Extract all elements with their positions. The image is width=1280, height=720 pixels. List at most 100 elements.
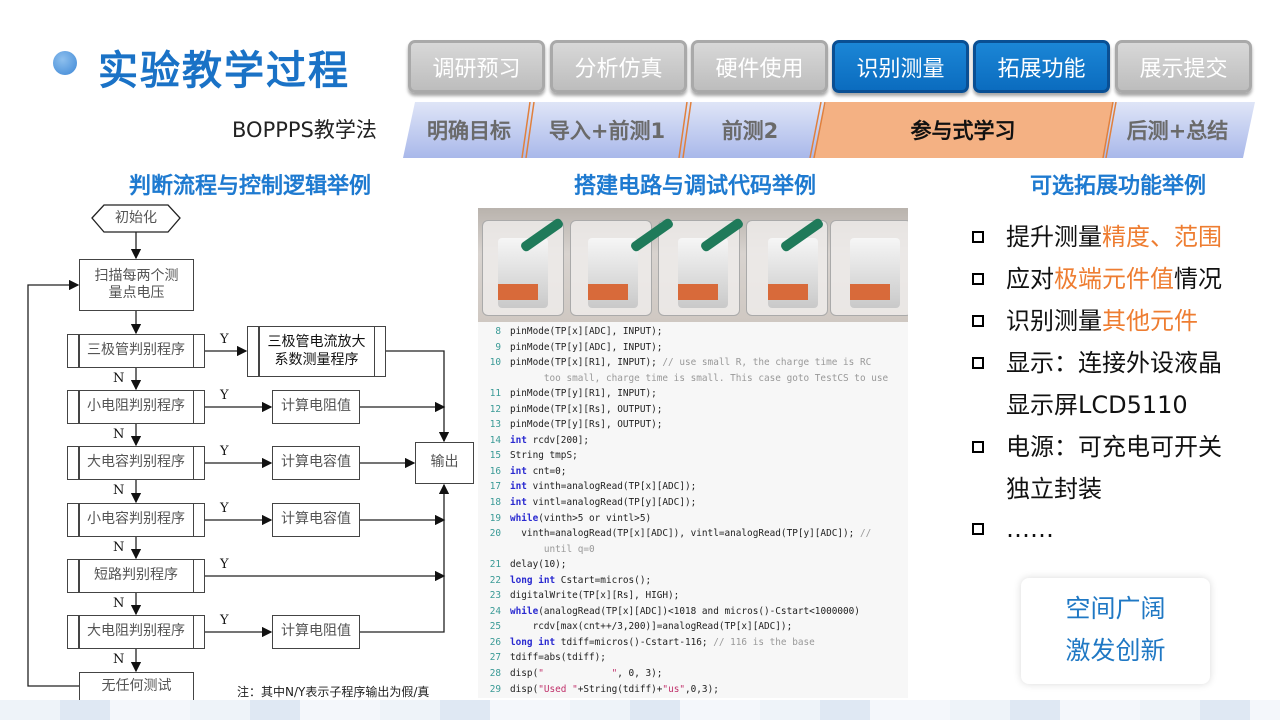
page-title: 实验教学过程 [98, 48, 350, 94]
code-token: (analogRead(TP[x][ADC])<1018 and micros(… [538, 605, 860, 617]
stage-objective: 明确目标 [427, 119, 511, 143]
code-token: pinMode(TP[x][R1], INPUT); [510, 357, 663, 369]
title-bullet-icon [53, 51, 77, 75]
line-number: 27 [489, 652, 501, 664]
code-token: long int [510, 636, 556, 648]
square-bullet-icon [972, 357, 984, 369]
code-token: "us" [662, 683, 685, 695]
code-line: 22 long int Cstart=micros(); [478, 573, 908, 589]
code-token: pinMode(TP[x][ADC], INPUT); [510, 326, 663, 337]
extension-text: 其他元件 [1102, 307, 1198, 335]
code-token: (vinth>5 or vintl>5) [538, 512, 652, 524]
tab-4[interactable]: 识别测量 [832, 40, 969, 93]
no-label: N [113, 540, 125, 555]
code-token: String tmpS; [510, 450, 578, 462]
card-line: 空间广阔 [1065, 594, 1166, 623]
yes-label: Y [220, 332, 229, 347]
extend-heading: 可选拓展功能举例 [1029, 174, 1206, 199]
flow-calc-capacitance: 计算电容值 [272, 446, 360, 480]
code-line: 8 pinMode(TP[x][ADC], INPUT); [478, 324, 908, 340]
extension-text: 应对 [1006, 265, 1054, 293]
code-token: vintl=analogRead(TP[y][ADC]); [526, 497, 697, 509]
code-token: pinMode(TP[x][Rs], OUTPUT); [510, 403, 663, 415]
innovation-card: 空间广阔 激发创新 [1021, 578, 1210, 684]
extension-item: 独立封装 [972, 468, 1102, 510]
extension-item: 应对极端元件值情况 [972, 258, 1222, 300]
code-token: ,0,3); [685, 683, 719, 695]
extension-text: 显示：连接外设液晶 [1006, 349, 1222, 377]
code-token: until q=0 [510, 543, 595, 555]
flow-no-test: 无任何测试 [79, 672, 194, 702]
code-token: pinMode(TP[y][Rs], OUTPUT); [510, 419, 663, 431]
code-token: vinth=analogRead(TP[x][ADC]); [526, 481, 697, 493]
code-token: +String(tdiff)+ [577, 683, 663, 695]
tab-5[interactable]: 拓展功能 [973, 40, 1110, 93]
line-number: 11 [489, 388, 501, 400]
extension-item: 电源：可充电可开关 [972, 426, 1222, 468]
extension-text: …… [1006, 515, 1054, 543]
square-bullet-icon [972, 441, 984, 453]
stage-posttest-summary: 后测+总结 [1126, 119, 1229, 143]
flow-triode-gain: 三极管电流放大系数测量程序 [247, 326, 386, 377]
code-token: // 116 is the base [713, 636, 815, 648]
yes-label: Y [220, 444, 229, 459]
stage-participatory-learning: 参与式学习 [910, 119, 1016, 143]
code-token: Cstart=micros(); [555, 574, 652, 586]
flow-scan: 扫描每两个测量点电压 [79, 259, 194, 311]
no-label: N [113, 371, 125, 386]
code-token: "Used " [538, 683, 578, 695]
code-token: int [510, 434, 527, 446]
square-bullet-icon [972, 273, 984, 285]
code-token: disp( [510, 683, 539, 695]
flow-check-large-resistor: 大电阻判别程序 [67, 615, 205, 649]
code-token: tdiff=micros()-Cstart-116; [555, 636, 714, 648]
stage-pretest2: 前测2 [721, 119, 779, 143]
line-number: 17 [489, 481, 501, 493]
extension-text: 独立封装 [1006, 475, 1102, 503]
code-token: , 0, 3); [617, 668, 663, 680]
circuit-photo [478, 208, 908, 322]
flow-check-small-capacitor: 小电容判别程序 [67, 503, 205, 537]
code-token: digitalWrite(TP[x][Rs], HIGH); [510, 590, 680, 602]
extension-text: 提升测量 [1006, 223, 1102, 251]
code-token: while [510, 512, 539, 524]
code-token: too small, charge time is small. This ca… [510, 372, 889, 384]
circuit-heading: 搭建电路与调试代码举例 [573, 174, 816, 199]
code-token: vinth=analogRead(TP[x][ADC]), vintl=anal… [510, 528, 860, 540]
no-label: N [113, 427, 125, 442]
code-token: disp( [510, 668, 539, 680]
code-token: rcdv[200]; [526, 434, 590, 446]
code-token: long int [510, 574, 556, 586]
square-bullet-icon [972, 231, 984, 243]
line-number: 22 [489, 574, 501, 586]
tab-3[interactable]: 硬件使用 [691, 40, 828, 93]
code-line: 20 vinth=analogRead(TP[x][ADC]), vintl=a… [478, 526, 908, 542]
extension-text: 显示屏LCD5110 [1006, 391, 1188, 419]
flow-heading: 判断流程与控制逻辑举例 [128, 174, 371, 199]
tab-1[interactable]: 调研预习 [408, 40, 545, 93]
square-bullet-icon [972, 315, 984, 327]
stage-dividers [521, 102, 1117, 158]
line-number: 8 [495, 326, 501, 337]
no-label: N [113, 596, 125, 611]
tab-6[interactable]: 展示提交 [1115, 40, 1252, 93]
tab-2[interactable]: 分析仿真 [550, 40, 687, 93]
code-token: delay(10); [510, 559, 567, 571]
flow-calc-resistance: 计算电阻值 [272, 615, 360, 649]
flow-calc-resistance: 计算电阻值 [272, 390, 360, 424]
square-bullet-icon [972, 523, 984, 535]
code-token: int [510, 481, 527, 493]
line-number: 16 [489, 465, 501, 477]
extension-text: 情况 [1174, 265, 1222, 293]
flow-check-triode: 三极管判别程序 [67, 334, 205, 368]
